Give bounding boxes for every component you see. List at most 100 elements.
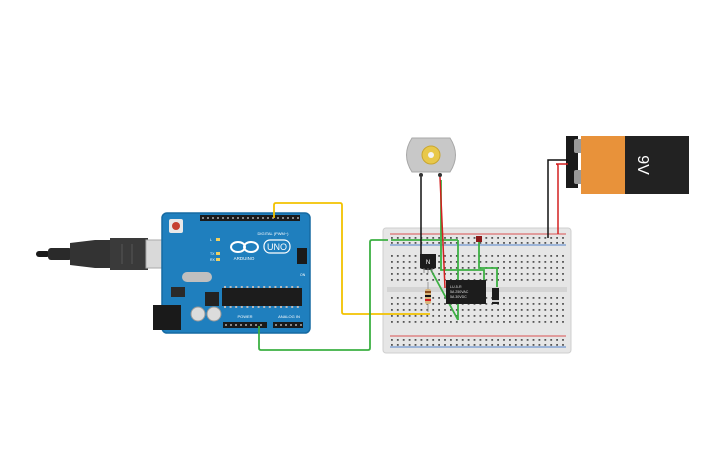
breadboard-hole[interactable] bbox=[520, 279, 523, 281]
breadboard-hole[interactable] bbox=[414, 255, 417, 257]
breadboard-hole[interactable] bbox=[473, 237, 476, 239]
breadboard-hole[interactable] bbox=[491, 279, 494, 281]
breadboard-hole[interactable] bbox=[473, 339, 476, 341]
breadboard-hole[interactable] bbox=[420, 315, 423, 317]
breadboard-hole[interactable] bbox=[396, 237, 399, 239]
breadboard-hole[interactable] bbox=[444, 297, 446, 299]
breadboard-hole[interactable] bbox=[426, 315, 429, 317]
breadboard-hole[interactable] bbox=[396, 339, 399, 341]
breadboard-hole[interactable] bbox=[497, 309, 499, 311]
breadboard-hole[interactable] bbox=[503, 344, 505, 346]
breadboard-hole[interactable] bbox=[420, 279, 423, 281]
breadboard-hole[interactable] bbox=[520, 261, 523, 263]
breadboard-hole[interactable] bbox=[520, 255, 523, 257]
breadboard-hole[interactable] bbox=[550, 297, 553, 299]
breadboard-hole[interactable] bbox=[479, 242, 482, 244]
digital-pin[interactable] bbox=[262, 217, 264, 219]
breadboard-hole[interactable] bbox=[450, 267, 452, 269]
breadboard-hole[interactable] bbox=[526, 279, 529, 281]
breadboard-hole[interactable] bbox=[532, 339, 535, 341]
breadboard-hole[interactable] bbox=[479, 261, 482, 263]
breadboard-hole[interactable] bbox=[514, 303, 517, 305]
breadboard-hole[interactable] bbox=[473, 344, 476, 346]
breadboard-hole[interactable] bbox=[562, 242, 564, 244]
breadboard-hole[interactable] bbox=[556, 267, 558, 269]
breadboard-hole[interactable] bbox=[538, 255, 541, 257]
breadboard-hole[interactable] bbox=[396, 344, 399, 346]
breadboard-hole[interactable] bbox=[544, 321, 547, 323]
digital-pin[interactable] bbox=[232, 217, 234, 219]
breadboard-hole[interactable] bbox=[444, 242, 446, 244]
breadboard-hole[interactable] bbox=[408, 273, 411, 275]
breadboard-hole[interactable] bbox=[391, 297, 393, 299]
arduino-uno-board[interactable]: UNO ARDUINO DIGITAL (PWM~) POWER ANALOG … bbox=[153, 212, 311, 334]
breadboard-hole[interactable] bbox=[467, 279, 470, 281]
breadboard-hole[interactable] bbox=[414, 237, 417, 239]
breadboard-hole[interactable] bbox=[503, 309, 505, 311]
analog-pin[interactable] bbox=[295, 324, 297, 326]
breadboard-hole[interactable] bbox=[509, 279, 511, 281]
breadboard-hole[interactable] bbox=[556, 344, 558, 346]
digital-pin[interactable] bbox=[267, 217, 269, 219]
breadboard-hole[interactable] bbox=[426, 279, 429, 281]
breadboard-hole[interactable] bbox=[538, 242, 541, 244]
breadboard-hole[interactable] bbox=[485, 315, 488, 317]
breadboard-hole[interactable] bbox=[420, 309, 423, 311]
breadboard-hole[interactable] bbox=[514, 242, 517, 244]
breadboard-hole[interactable] bbox=[491, 261, 494, 263]
breadboard-hole[interactable] bbox=[562, 303, 564, 305]
analog-pin[interactable] bbox=[300, 324, 302, 326]
breadboard-hole[interactable] bbox=[526, 315, 529, 317]
breadboard-hole[interactable] bbox=[526, 267, 529, 269]
breadboard-hole[interactable] bbox=[426, 339, 429, 341]
breadboard-hole[interactable] bbox=[556, 261, 558, 263]
wire-yellow[interactable] bbox=[273, 202, 430, 315]
breadboard-hole[interactable] bbox=[550, 279, 553, 281]
breadboard-hole[interactable] bbox=[514, 344, 517, 346]
breadboard-hole[interactable] bbox=[562, 321, 564, 323]
breadboard-hole[interactable] bbox=[426, 309, 429, 311]
breadboard-hole[interactable] bbox=[438, 273, 440, 275]
power-pin[interactable] bbox=[225, 324, 227, 326]
breadboard-hole[interactable] bbox=[438, 237, 440, 239]
breadboard-hole[interactable] bbox=[391, 309, 393, 311]
breadboard-hole[interactable] bbox=[438, 309, 440, 311]
breadboard-hole[interactable] bbox=[526, 237, 529, 239]
led-indicator[interactable] bbox=[476, 236, 482, 242]
breadboard-hole[interactable] bbox=[550, 255, 553, 257]
breadboard-hole[interactable] bbox=[526, 321, 529, 323]
breadboard-hole[interactable] bbox=[526, 303, 529, 305]
breadboard-hole[interactable] bbox=[491, 339, 494, 341]
breadboard-hole[interactable] bbox=[503, 242, 505, 244]
breadboard-hole[interactable] bbox=[391, 321, 393, 323]
breadboard-hole[interactable] bbox=[408, 242, 411, 244]
breadboard-hole[interactable] bbox=[391, 267, 393, 269]
breadboard-hole[interactable] bbox=[444, 315, 446, 317]
breadboard-hole[interactable] bbox=[432, 303, 435, 305]
breadboard-hole[interactable] bbox=[538, 273, 541, 275]
breadboard-hole[interactable] bbox=[467, 261, 470, 263]
relay[interactable]: LU-5-R 5A 250VAC 5A 30VDC bbox=[446, 280, 486, 304]
wire-black-battery[interactable] bbox=[547, 159, 568, 238]
breadboard-hole[interactable] bbox=[473, 273, 476, 275]
breadboard-hole[interactable] bbox=[391, 279, 393, 281]
digital-pin[interactable] bbox=[292, 217, 294, 219]
breadboard-hole[interactable] bbox=[485, 344, 488, 346]
power-pin[interactable] bbox=[260, 324, 262, 326]
digital-pin[interactable] bbox=[297, 217, 299, 219]
breadboard-hole[interactable] bbox=[538, 303, 541, 305]
power-pin[interactable] bbox=[250, 324, 252, 326]
breadboard-hole[interactable] bbox=[414, 339, 417, 341]
breadboard-hole[interactable] bbox=[408, 261, 411, 263]
breadboard-hole[interactable] bbox=[544, 273, 547, 275]
breadboard-hole[interactable] bbox=[438, 321, 440, 323]
breadboard-hole[interactable] bbox=[556, 279, 558, 281]
breadboard-hole[interactable] bbox=[438, 242, 440, 244]
barrel-jack[interactable] bbox=[153, 305, 181, 330]
breadboard-hole[interactable] bbox=[491, 273, 494, 275]
breadboard-hole[interactable] bbox=[509, 315, 511, 317]
breadboard-hole[interactable] bbox=[450, 321, 452, 323]
digital-pin[interactable] bbox=[212, 217, 214, 219]
breadboard-hole[interactable] bbox=[520, 303, 523, 305]
breadboard-hole[interactable] bbox=[402, 242, 405, 244]
